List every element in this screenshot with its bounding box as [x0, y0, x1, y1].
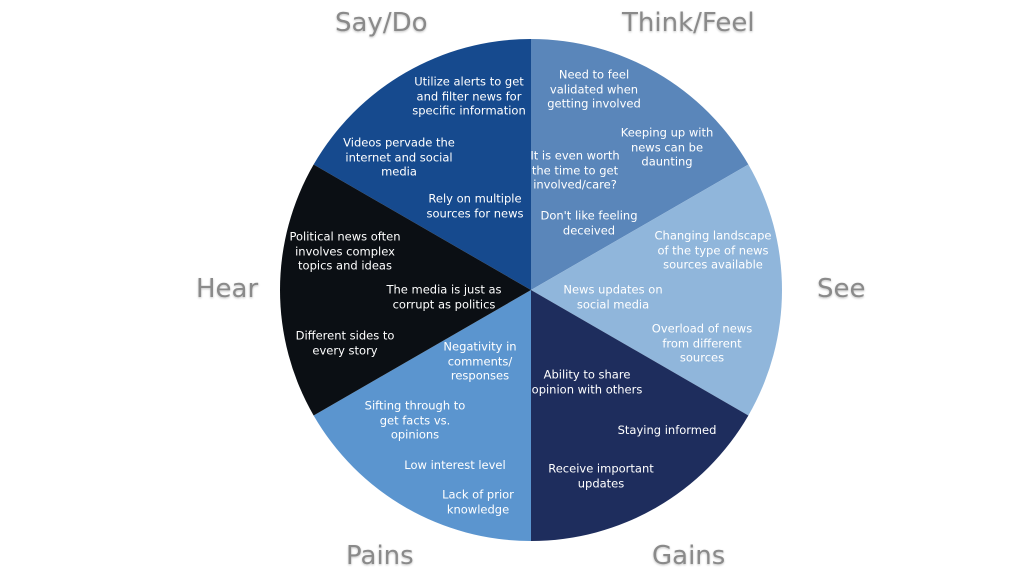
note-see: Changing landscape of the type of news s… [654, 228, 772, 272]
note-pains: Sifting through to get facts vs. opinion… [364, 398, 466, 442]
note-gains: Staying informed [617, 422, 717, 437]
category-label-say-do: Say/Do [335, 8, 428, 38]
segment-pains [313, 290, 531, 541]
note-think-feel: Don't like feeling deceived [540, 208, 638, 238]
note-see: Overload of news from different sources [651, 321, 753, 365]
segment-think-feel [531, 39, 749, 290]
category-label-pains: Pains [346, 541, 414, 571]
note-gains: Ability to share opinion with others [531, 367, 643, 397]
note-pains: Low interest level [404, 457, 506, 472]
note-pains: Lack of prior knowledge [442, 487, 514, 517]
note-say-do: Videos pervade the internet and social m… [343, 135, 455, 179]
note-hear: The media is just as corrupt as politics [386, 282, 502, 312]
note-think-feel: Need to feel validated when getting invo… [547, 67, 641, 111]
category-label-see: See [817, 274, 866, 304]
segment-hear [280, 164, 531, 416]
note-see: News updates on social media [563, 282, 663, 312]
note-say-do: Rely on multiple sources for news [426, 191, 524, 221]
note-say-do: Utilize alerts to get and filter news fo… [412, 74, 526, 118]
category-label-hear: Hear [196, 274, 259, 304]
note-think-feel: Keeping up with news can be daunting [620, 125, 714, 169]
category-label-gains: Gains [652, 541, 726, 571]
segment-see [531, 164, 782, 416]
segment-say-do [313, 39, 531, 290]
note-gains: Receive important updates [548, 461, 654, 491]
note-think-feel: It is even worth the time to get involve… [530, 148, 620, 192]
category-label-think-feel: Think/Feel [622, 8, 755, 38]
note-hear: Different sides to every story [295, 328, 395, 358]
segment-gains [531, 290, 749, 541]
note-hear: Political news often involves complex to… [289, 229, 401, 273]
note-pains: Negativity in comments/ responses [443, 339, 517, 383]
